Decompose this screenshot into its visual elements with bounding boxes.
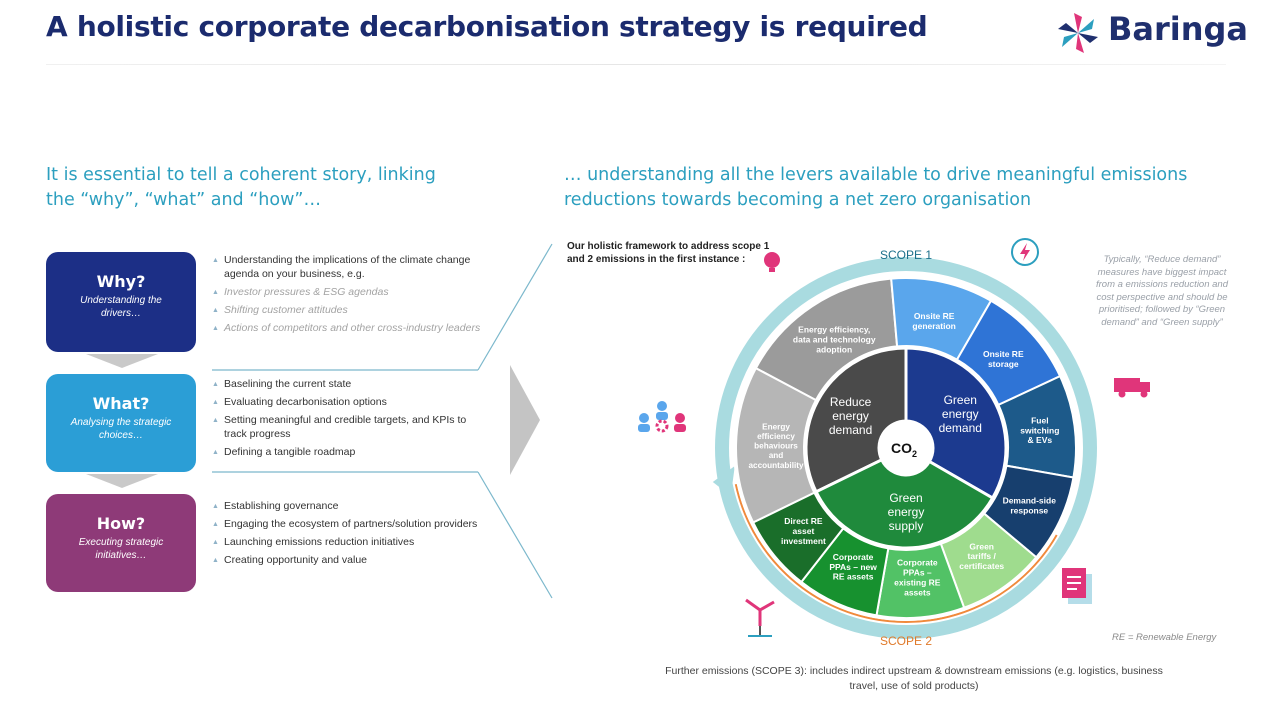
what-subtitle: Analysing the strategic choices… [70,417,172,441]
flow-chevron-icon [510,365,540,475]
what-title: What? [92,394,150,413]
list-item: Evaluating decarbonisation options [212,395,487,410]
scope-3-note: Further emissions (SCOPE 3): includes in… [665,665,1163,692]
list-item: Shifting customer attitudes [212,303,487,318]
list-item: Investor pressures & ESG agendas [212,285,487,300]
list-item: Establishing governance [212,499,487,514]
people-gear-icon [638,401,686,433]
why-title: Why? [96,272,146,291]
brand-name: Baringa [1108,10,1249,48]
how-subtitle: Executing strategic initiatives… [78,537,164,561]
document-icon [1062,568,1092,604]
side-note: Typically, “Reduce demand” measures have… [1095,254,1228,328]
list-item: Launching emissions reduction initiative… [212,535,487,550]
chevron-down-icon [86,354,158,368]
list-item: Defining a tangible roadmap [212,445,487,460]
wind-turbine-icon [745,598,775,637]
lightbulb-icon [764,252,780,272]
list-item: Engaging the ecosystem of partners/solut… [212,517,487,532]
why-subtitle: Understanding the drivers… [80,295,162,319]
left-intro-line-1: It is essential to tell a coherent story… [46,165,436,185]
why-bullets: Understanding the implications of the cl… [212,253,487,339]
wheel-outer-segment [735,366,818,524]
co2-center [879,421,933,475]
title-divider [46,64,1226,65]
list-item: Actions of competitors and other cross-i… [212,321,487,336]
co2-label: CO2 [891,440,917,459]
left-intro: It is essential to tell a coherent story… [46,163,506,213]
wheel-outer-segment [751,491,845,584]
page-title: A holistic corporate decarbonisation str… [46,10,928,43]
list-item: Setting meaningful and credible targets,… [212,413,487,441]
how-box: How? Executing strategic initiatives… [46,494,196,592]
how-bullets: Establishing governance Engaging the eco… [212,499,487,571]
scope-2-label: SCOPE 2 [880,634,932,648]
what-bullets: Baselining the current state Evaluating … [212,377,487,463]
list-item: Baselining the current state [212,377,487,392]
re-footnote: RE = Renewable Energy [1112,632,1217,643]
left-intro-line-2: the “why”, “what” and “how”… [46,190,321,210]
right-intro-line-2: reductions towards becoming a net zero o… [564,190,1032,210]
list-item: Creating opportunity and value [212,553,487,568]
what-box: What? Analysing the strategic choices… [46,374,196,472]
scope-labels: SCOPE 1 SCOPE 2 [880,248,932,648]
chevron-down-icon [86,474,158,488]
energy-bolt-icon [1011,238,1039,266]
delivery-truck-icon [1114,378,1150,398]
right-intro: … understanding all the levers available… [564,163,1264,213]
why-box: Why? Understanding the drivers… [46,252,196,352]
scope-ring [715,257,1097,639]
scope-arrow-icon [712,465,735,496]
framework-note: Our holistic framework to address scope … [567,241,770,265]
scope-2-arc [734,483,1058,624]
list-item: Understanding the implications of the cl… [212,253,487,281]
how-title: How? [96,514,146,533]
connector-lines [212,243,553,599]
baringa-logo-icon [1058,13,1098,53]
scope-1-label: SCOPE 1 [880,248,932,262]
right-intro-line-1: … understanding all the levers available… [564,165,1188,185]
